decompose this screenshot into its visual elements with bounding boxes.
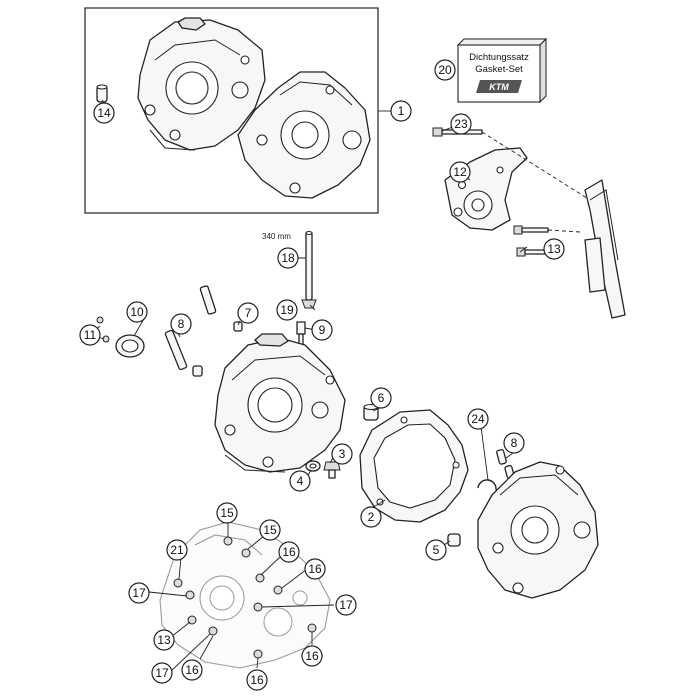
callout-10: 10 [126,301,148,323]
svg-text:5: 5 [433,543,440,557]
svg-text:18: 18 [281,251,295,265]
callout-12: 12 [449,161,471,183]
svg-text:10: 10 [130,305,144,319]
screw-19 [301,299,317,309]
callout-8-right: 8 [503,432,525,454]
svg-text:7: 7 [245,306,252,320]
callout-15-a: 15 [216,502,238,524]
crankcase-half-right-main [477,461,599,599]
callout-16-d: 16 [301,645,323,667]
ktm-logo: KTM [476,80,522,93]
svg-text:16: 16 [250,673,264,687]
bearing-5 [447,533,461,547]
callout-1: 1 [390,100,412,122]
callout-19: 19 [276,299,298,321]
svg-text:4: 4 [297,474,304,488]
gasket-box-line1: Dichtungssatz [469,52,529,63]
callout-2: 2 [360,506,382,528]
callout-9: 9 [311,319,333,341]
callout-5: 5 [425,539,447,561]
callout-3: 3 [331,443,353,465]
svg-text:16: 16 [282,545,296,559]
svg-text:17: 17 [339,598,353,612]
callout-14: 14 [93,102,115,124]
callout-16-e: 16 [246,669,268,691]
svg-text:12: 12 [453,165,467,179]
svg-text:16: 16 [185,663,199,677]
svg-text:8: 8 [178,317,185,331]
callout-7: 7 [237,302,259,324]
callout-15-b: 15 [259,519,281,541]
stud-8-right [496,449,515,479]
svg-text:16: 16 [305,649,319,663]
cover-10 [115,334,145,358]
svg-text:13: 13 [547,242,561,256]
callout-16-c: 16 [181,659,203,681]
callout-17-a: 17 [128,582,150,604]
callout-24: 24 [467,408,489,430]
callout-16-b: 16 [304,558,326,580]
gasket-set-box: Dichtungssatz Gasket-Set KTM [456,37,548,104]
svg-text:24: 24 [471,412,485,426]
frame-section [584,179,626,319]
callout-6: 6 [370,387,392,409]
crankcase-assembly-frame [84,7,392,214]
crankcase-half-right-top [237,71,371,199]
svg-text:15: 15 [220,506,234,520]
callout-8-left: 8 [170,313,192,335]
svg-text:1: 1 [398,104,405,118]
svg-text:3: 3 [339,447,346,461]
svg-text:KTM: KTM [489,82,509,92]
circlip-24 [477,479,497,491]
svg-text:8: 8 [511,436,518,450]
gasket-box-line2: Gasket-Set [475,64,523,75]
svg-text:6: 6 [378,391,385,405]
svg-text:14: 14 [97,106,111,120]
plug-3 [323,461,341,479]
dowel-pin-14 [96,84,108,103]
case-nuts [173,536,317,659]
stud-7 [199,285,243,332]
svg-text:13: 13 [157,633,171,647]
callout-21: 21 [166,539,188,561]
callout-13-right: 13 [543,238,565,260]
gasket-2 [359,409,469,523]
stud-8-left [164,329,203,377]
svg-text:20: 20 [438,63,452,77]
crankcase-half-left-top [137,17,266,151]
svg-text:23: 23 [454,117,468,131]
callout-20: 20 [434,59,456,81]
callout-17-c: 17 [151,662,173,684]
callout-16-a: 16 [278,541,300,563]
cover-12 [444,147,528,231]
svg-text:11: 11 [84,328,97,342]
svg-text:9: 9 [319,323,326,337]
callout-17-b: 17 [335,594,357,616]
callout-11: 11 [79,324,101,346]
svg-text:19: 19 [280,303,294,317]
callout-13-bottom: 13 [153,629,175,651]
oil-tube-18 [305,230,313,301]
svg-text:15: 15 [263,523,277,537]
dimension-label: 340 mm [262,232,291,241]
seal-4 [305,460,321,472]
callout-4: 4 [289,470,311,492]
callout-23: 23 [450,113,472,135]
svg-text:16: 16 [308,562,322,576]
callout-18: 18 [277,247,299,269]
svg-text:17: 17 [155,666,169,680]
svg-text:17: 17 [132,586,146,600]
crankcase-half-left-main [214,333,346,473]
svg-text:21: 21 [170,543,184,557]
bearing-6 [363,403,379,421]
svg-text:2: 2 [368,510,375,524]
